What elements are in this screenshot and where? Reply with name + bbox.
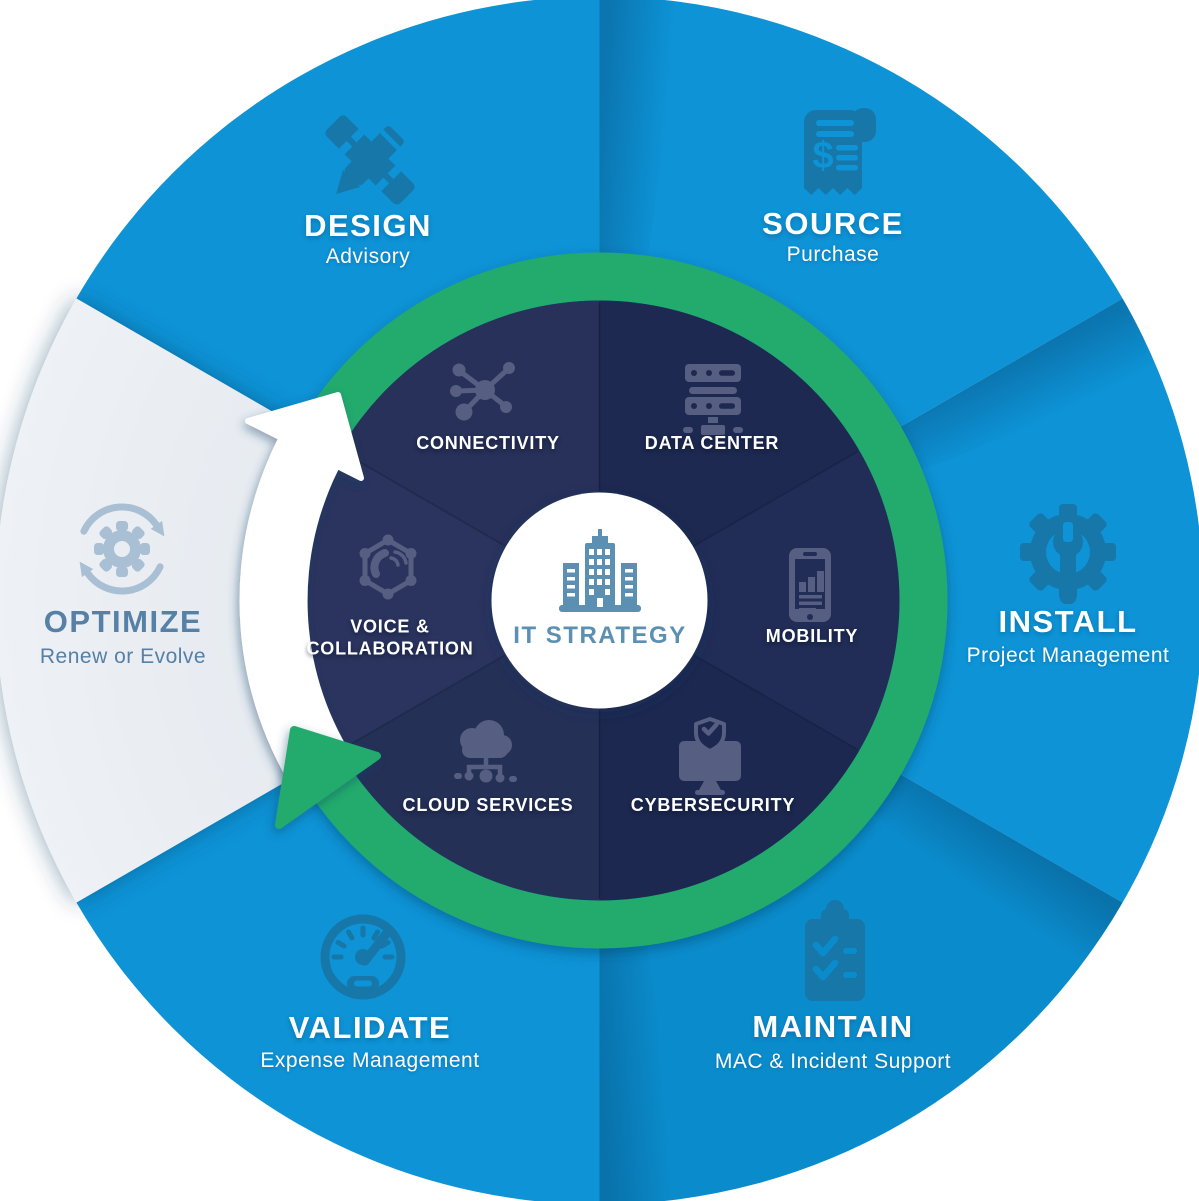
gear-wrench-icon (1020, 504, 1116, 604)
smartphone-icon (789, 548, 831, 622)
wheel-icons: $ (79, 108, 1116, 1001)
buildings-icon (559, 529, 641, 612)
refresh-gear-icon (79, 503, 165, 595)
receipt-icon: $ (804, 108, 876, 195)
clipboard-checklist-icon (805, 900, 865, 1001)
dollar-glyph: $ (812, 135, 833, 177)
phone-hexagon-icon (359, 534, 417, 600)
pencil-ruler-icon (325, 115, 415, 205)
network-icon (450, 362, 515, 421)
speedometer-icon (320, 914, 406, 1000)
shield-monitor-icon (679, 717, 741, 795)
server-icon (683, 364, 743, 435)
cloud-network-icon (454, 720, 517, 783)
